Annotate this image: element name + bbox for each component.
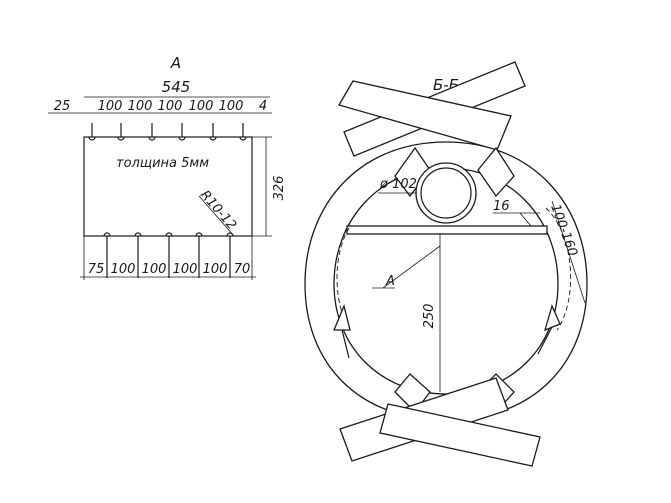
radius-note: R10-12 xyxy=(197,188,239,233)
right-arrow-shaft xyxy=(537,326,553,355)
top-dim-6: 4 xyxy=(259,99,267,114)
leader-line-a xyxy=(382,245,441,289)
sheet-outline xyxy=(83,136,253,237)
height-label: 326 xyxy=(272,176,287,201)
strap-bottom-right xyxy=(379,403,541,467)
bottom-dim-2: 100 xyxy=(142,262,167,277)
thickness-note: толщина 5мм xyxy=(116,156,209,171)
top-dim-5: 100 xyxy=(219,99,244,114)
sheet-view: А 545 25 100 100 100 100 100 4 75 100 xyxy=(48,54,287,280)
left-dashed-contour xyxy=(336,227,350,331)
pipe-outer xyxy=(415,162,477,224)
top-dim-3: 100 xyxy=(158,99,183,114)
bottom-dim-1: 100 xyxy=(111,262,136,277)
top-dim-4: 100 xyxy=(189,99,214,114)
pipe-diameter-label: ø 102 xyxy=(379,177,417,192)
top-right-joint xyxy=(477,146,515,198)
left-arrow-shaft xyxy=(341,329,350,359)
bottom-dim-4: 100 xyxy=(203,262,228,277)
section-view: Б-Б ø 102 xyxy=(304,61,588,467)
top-dim-1: 100 xyxy=(98,99,123,114)
overall-length-label: 545 xyxy=(162,78,191,96)
right-dashed-contour xyxy=(545,207,572,331)
range-dimension-line xyxy=(551,200,586,304)
top-slots xyxy=(88,123,247,141)
bottom-dim-0: 75 xyxy=(88,262,105,277)
bottom-slots xyxy=(83,232,253,280)
sheet-view-title: А xyxy=(170,54,181,72)
radius-leader xyxy=(198,195,235,237)
right-arrow-head xyxy=(544,304,561,332)
section-height-label: 250 xyxy=(422,304,437,329)
strap-top-left xyxy=(338,80,512,151)
leader-label-a: А xyxy=(385,274,395,289)
top-dim-2: 100 xyxy=(128,99,153,114)
pipe-inner xyxy=(420,167,472,219)
bottom-dim-5: 70 xyxy=(234,262,251,277)
shelf-plate xyxy=(346,225,548,235)
gap-label: 16 xyxy=(493,199,510,214)
bottom-dim-3: 100 xyxy=(173,262,198,277)
top-dim-0: 25 xyxy=(54,99,71,114)
